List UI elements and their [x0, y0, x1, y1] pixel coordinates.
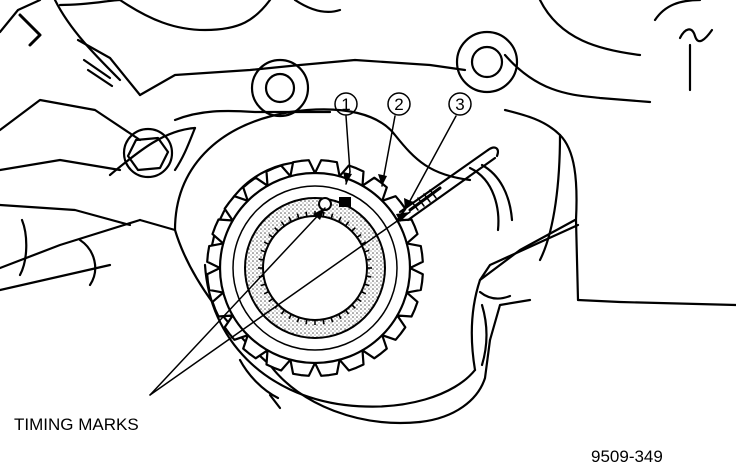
timing-pointer-tool — [398, 146, 499, 222]
hub-spline — [258, 258, 264, 261]
mounting-boss-right — [455, 30, 519, 94]
hub-spline — [280, 309, 286, 315]
hub-spline — [288, 216, 293, 223]
callout-3: 3 — [448, 92, 472, 116]
hex-bolt-icon — [122, 127, 174, 179]
hub-spline — [364, 283, 370, 287]
hub-spline — [305, 211, 308, 217]
callout-2-number: 2 — [394, 95, 403, 114]
hub-spline — [280, 221, 286, 227]
callout-1: 1 — [334, 92, 358, 116]
callout-leaders — [343, 115, 457, 211]
hub-spline — [263, 290, 270, 295]
hub-spline — [322, 319, 325, 325]
timing-marks-caption: TIMING MARKS — [14, 415, 139, 434]
callout-2: 2 — [387, 92, 411, 116]
hub-spline — [288, 313, 293, 320]
hub-spline — [356, 297, 362, 303]
hub-spline — [330, 213, 334, 219]
hub-spline — [364, 249, 370, 253]
hub-spline — [344, 309, 350, 315]
hub-splines — [258, 211, 372, 325]
hub-spline — [274, 227, 279, 232]
hub-spline — [330, 317, 334, 323]
mounting-boss-left — [250, 58, 310, 118]
hub-spline — [366, 275, 372, 278]
callout-3-number: 3 — [455, 95, 464, 114]
hub-spline — [351, 304, 356, 309]
hub-spline — [296, 317, 300, 323]
hub-spline — [356, 233, 362, 239]
figure-id: 9509-349 — [591, 447, 663, 466]
timing-mark-square — [339, 197, 351, 207]
hub-spline — [268, 297, 274, 303]
hub-spline — [296, 213, 300, 219]
hub-spline — [360, 290, 367, 295]
hub-spline — [322, 211, 325, 217]
hub-spline — [366, 258, 372, 261]
hub-spline — [360, 241, 367, 246]
timing-marks-leaders — [149, 207, 411, 396]
timing-mark-dot — [318, 197, 332, 211]
hub-spline — [263, 241, 270, 246]
hub-spline — [268, 233, 274, 239]
hub-spline — [305, 319, 308, 325]
hub-spline — [351, 227, 356, 232]
hub-spline — [260, 249, 266, 253]
hub-spline — [337, 216, 342, 223]
hub-spline — [344, 221, 350, 227]
hub-spline — [260, 283, 266, 287]
timing-cover-housing — [173, 108, 580, 424]
hub-spline — [337, 313, 342, 320]
callout-1-number: 1 — [341, 95, 350, 114]
